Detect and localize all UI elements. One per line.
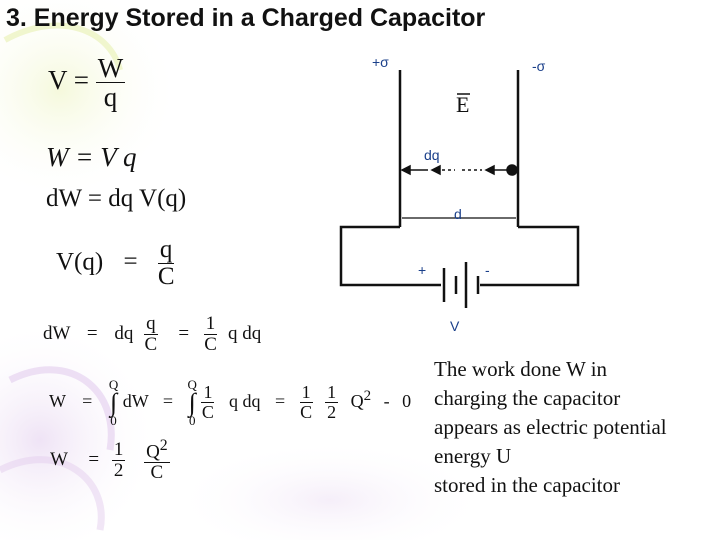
denominator: C [150,462,164,484]
equation-work-integral: W = Q ∫ 0 dW = Q ∫ 0 1 C q dq = 1 C 1 2 … [49,378,411,427]
eq-equals: = [123,248,138,276]
eq-minus: - [383,390,390,411]
denominator: q [103,82,118,113]
fraction: 1 2 [111,439,126,482]
denominator: C [300,402,313,423]
denominator: C [144,333,158,355]
equation-work-vq: W = V q [46,142,137,172]
denominator: C [204,333,217,355]
denominator: C [201,402,214,423]
numerator: 1 [299,382,313,404]
numerator: 1 [111,439,126,462]
integral-upper-limit: Q [108,377,119,392]
fraction: q C [144,314,158,355]
d-label: d [454,206,462,222]
numerator: 1 [201,382,215,404]
integral-lower-limit: 0 [188,413,196,429]
eq-lhs: V(q) [56,248,104,276]
fraction: 1 C [203,313,218,355]
equation-dw-expanded: dW = dq q C = 1 C q dq [43,314,261,355]
eq-equals: = [162,390,174,411]
numerator: q [144,313,158,335]
right-wire [480,225,580,287]
eq-exponent: 2 [363,387,372,404]
description-line: appears as electric potential [434,415,667,439]
arrow-head [400,164,411,176]
eq-q: Q [146,441,160,463]
battery-plus-label: + [418,262,427,278]
eq-lhs: V [48,65,68,96]
integral-symbol: ∫ [188,388,196,417]
plus-sigma-label: +σ [372,54,389,70]
integral-sign: Q ∫ 0 [109,378,118,427]
description-line: energy U [434,444,512,468]
fraction: q C [157,236,175,291]
fraction: Q2 C [144,437,170,484]
eq-zero: 0 [402,390,412,411]
charge-dot [506,164,518,176]
eq-dw: dW [122,390,149,411]
fraction: 1 2 [325,382,339,423]
numerator: 1 [203,313,218,335]
eq-q-squared: Q2 [350,387,372,411]
denominator: C [157,263,175,291]
integral-lower-limit: 0 [110,413,117,429]
eq-equals: = [73,65,89,96]
eq-equals: = [86,322,98,344]
slide-title: 3. Energy Stored in a Charged Capacitor [6,4,486,32]
numerator: W [95,53,126,84]
electric-field-label: E [456,92,470,117]
eq-dq: dq [114,322,134,344]
eq-lhs: W [50,448,68,470]
dq-label: dq [424,147,440,163]
fraction: W q [95,53,126,113]
arrow-head [430,164,441,176]
numerator: q [157,236,175,265]
denominator: 2 [327,402,337,423]
eq-equals: = [88,448,100,470]
eq-equals: = [82,390,93,411]
fraction: 1 C [201,382,215,423]
description-line: charging the capacitor [434,386,621,410]
denominator: 2 [113,460,124,482]
integral-upper-limit: Q [187,377,197,392]
battery-minus-label: - [485,262,490,278]
equation-work-final: W = 1 2 Q2 C [50,437,170,484]
description-line: stored in the capacitor [434,473,621,497]
arrow-head [484,164,495,176]
eq-tail: q dq [228,322,262,344]
eq-lhs: W [49,390,66,411]
description-text: The work done W in charging the capacito… [434,355,720,500]
left-wire [339,225,441,287]
numerator: Q2 [144,437,170,464]
integral-sign: Q ∫ 0 [188,378,197,427]
eq-equals: = [274,390,286,411]
description-line: The work done W in [434,357,608,381]
fraction: 1 C [299,382,313,423]
eq-lhs: dW [43,322,71,344]
equation-dw: dW = dq V(q) [46,185,187,212]
equation-vq: V(q) = q C [56,236,175,291]
equation-voltage-definition: V = W q [48,53,126,113]
integral-symbol: ∫ [109,388,118,417]
eq-q: Q [350,390,364,411]
eq-equals: = [178,322,190,344]
eq-qdq: q dq [228,390,261,411]
minus-sigma-label: -σ [532,58,546,74]
numerator: 1 [325,382,339,404]
voltage-label: V [450,318,460,334]
eq-exponent: 2 [159,437,168,454]
